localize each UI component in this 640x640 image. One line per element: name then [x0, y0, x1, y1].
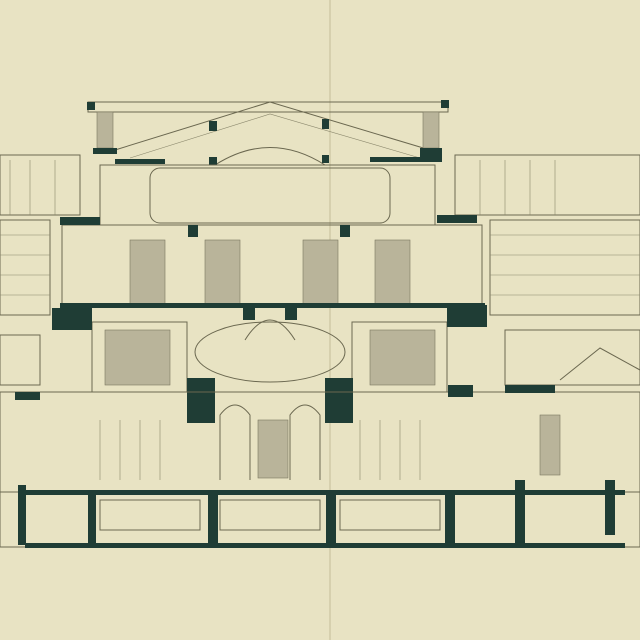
- basement: [0, 480, 640, 548]
- side-wings: [0, 154, 640, 386]
- middle-floor: [52, 305, 487, 423]
- roof-pediment: [87, 100, 449, 166]
- upper-hall: [60, 164, 485, 308]
